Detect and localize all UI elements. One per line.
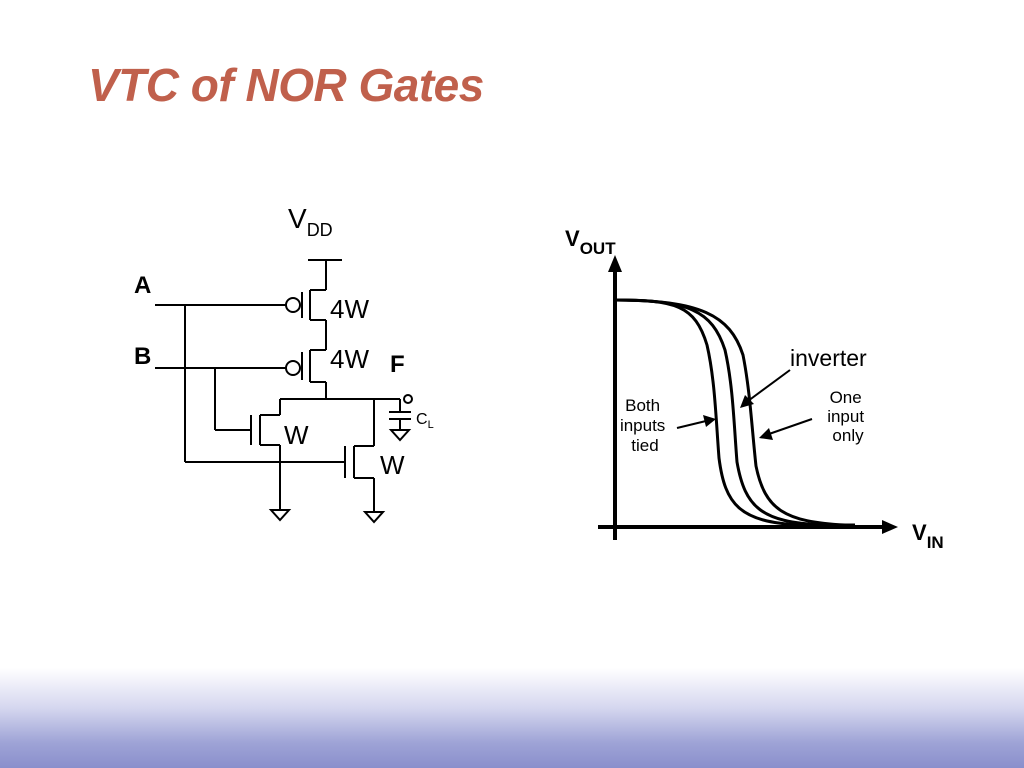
pmos-top-size-label: 4W [330,294,369,324]
label-both-inputs-tied: Both inputs tied [620,396,670,455]
output-f-label: F [390,351,405,378]
arrow-both [676,420,707,429]
input-b-wire [155,367,286,431]
pmos-top [285,289,327,350]
pmos-bottom-bubble [285,360,301,376]
input-a-wire [155,304,345,463]
arrow-one-input [768,418,813,435]
curve-inverter [614,298,850,527]
x-axis-label: VIN [912,520,944,552]
arrow-inverter [747,369,791,402]
vdd-label: VDD [288,203,333,240]
curve-both-inputs-tied [614,298,850,527]
footer-gradient-band [0,668,1024,768]
y-axis-label: VOUT [565,226,616,258]
label-inverter: inverter [790,345,867,371]
pmos-top-bubble [285,297,301,313]
x-axis-arrow [882,520,898,534]
label-one-input-only: One input only [827,388,869,445]
nmos-right-size-label: W [380,450,405,480]
nmos-right [344,399,386,524]
ground-right-symbol [362,511,386,524]
vtc-graph: VOUT VIN Both inputs tied inverter One i… [565,226,944,552]
input-b-label: B [134,343,151,370]
cap-label: CL [416,411,434,431]
curve-one-input-only [614,298,855,527]
pmos-bottom-size-label: 4W [330,344,369,374]
nmos-left-size-label: W [284,420,309,450]
nor-circuit: VDD 4W 4W F [134,203,434,524]
y-axis-arrow [608,255,622,272]
pmos-bottom [285,349,327,399]
input-a-label: A [134,272,151,299]
nmos-left [250,399,292,522]
load-capacitor [388,399,412,442]
ground-left-symbol [268,509,292,522]
slide-title: VTC of NOR Gates [88,59,484,111]
output-terminal [403,394,413,404]
